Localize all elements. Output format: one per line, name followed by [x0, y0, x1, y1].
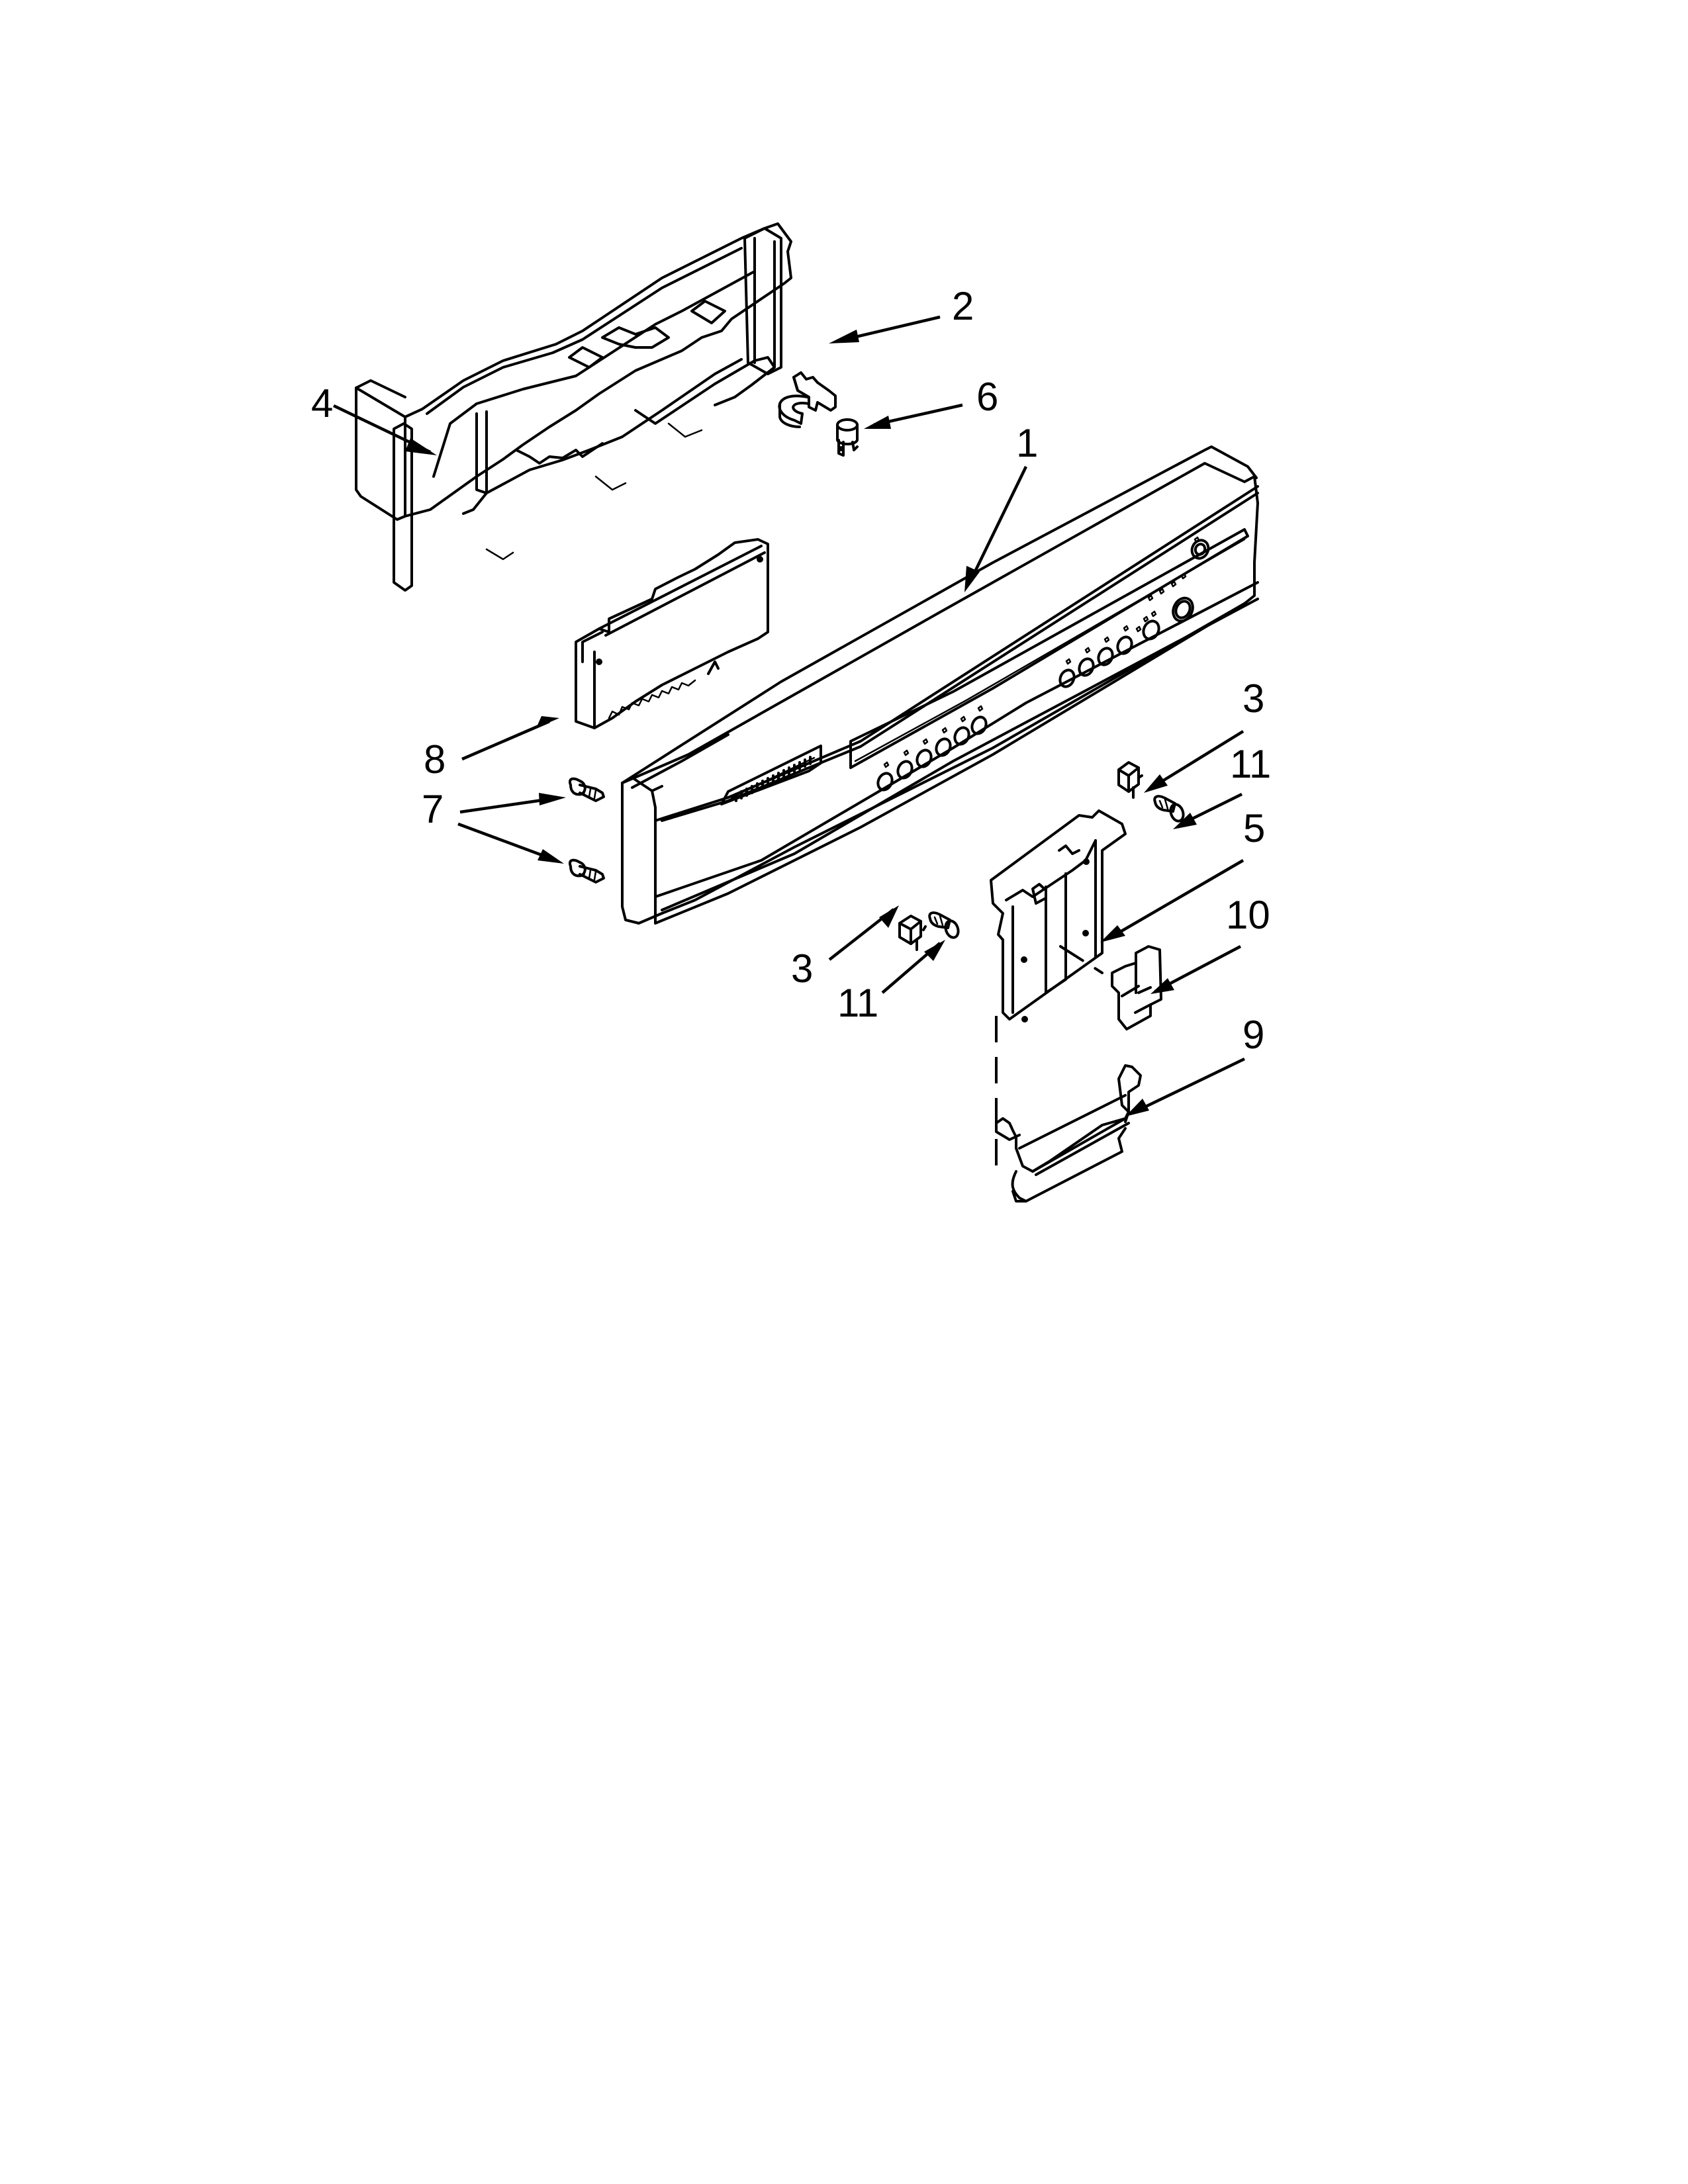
- part-3-switch-upper: [1117, 761, 1143, 799]
- part-2-clip-bracket: [778, 371, 837, 428]
- part-3-switch-lower: [898, 915, 927, 951]
- leader-lines: [333, 315, 1245, 1116]
- callout-7: 7: [422, 787, 444, 831]
- part-5-latch-bracket: [990, 809, 1127, 1023]
- callout-6: 6: [976, 375, 998, 419]
- part-7-screws: [569, 777, 605, 884]
- callout-9: 9: [1243, 1013, 1264, 1057]
- callout-5: 5: [1243, 806, 1265, 850]
- part-8-control-board: [575, 538, 769, 729]
- callout-10: 10: [1226, 893, 1270, 937]
- part-10-latch-strike: [1111, 945, 1162, 1030]
- callout-3-lower: 3: [791, 946, 813, 991]
- callout-2: 2: [952, 284, 974, 328]
- part-1-control-panel: [621, 445, 1259, 925]
- callout-1: 1: [1016, 421, 1038, 465]
- callout-8: 8: [424, 737, 445, 782]
- callout-11-lower: 11: [837, 981, 878, 1025]
- part-6-thermal-fuse: [836, 418, 859, 457]
- callout-3-upper: 3: [1243, 676, 1264, 721]
- part-11-screw-lower: [928, 911, 960, 939]
- part-4-control-housing: [355, 222, 792, 592]
- callout-4: 4: [311, 381, 333, 426]
- callout-11-upper: 11: [1230, 742, 1271, 786]
- part-9-door-handle: [995, 1064, 1142, 1203]
- part-11-screw-upper: [1153, 795, 1185, 823]
- callout-labels: 4 2 6 1 3 11 5 10 9 8 7 3 11: [311, 284, 1271, 1057]
